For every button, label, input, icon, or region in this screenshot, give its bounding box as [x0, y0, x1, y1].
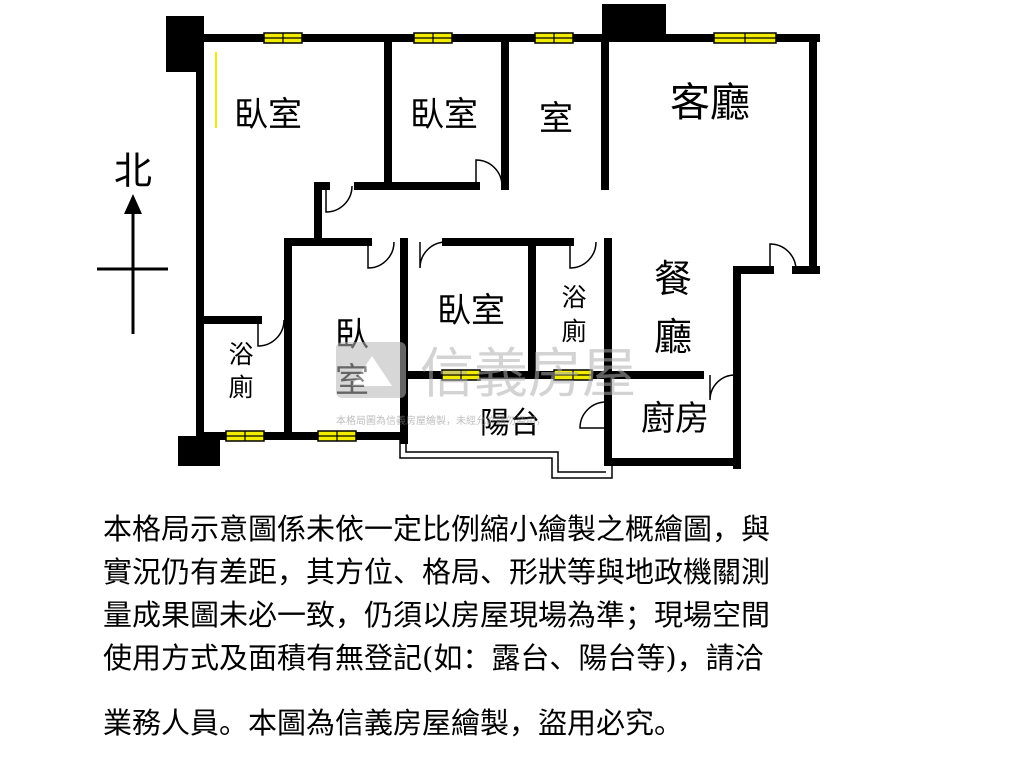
disclaimer-line-3: 量成果圖未必一致，仍須以房屋現場為準；現場空間	[103, 598, 771, 632]
compass-north-label: 北	[114, 149, 152, 193]
watermark-notice: 本格局圖為信義房屋繪製，未經允許請勿盜用，	[336, 414, 546, 427]
door-bedroom-c	[419, 241, 447, 269]
disclaimer-line-2: 實況仍有差距，其方位、格局、形狀等與地政機關測	[103, 555, 771, 589]
pillar-sw	[178, 436, 220, 466]
door-balcony	[579, 401, 607, 429]
door-entrance	[769, 243, 797, 271]
label-kitchen: 廚房	[641, 399, 709, 439]
window-mullions	[226, 33, 776, 441]
disclaimer-line-4: 使用方式及面積有無登記(如：露台、陽台等)，請洽	[103, 641, 764, 675]
doors	[257, 159, 797, 429]
disclaimer-line-1: 本格局示意圖係未依一定比例縮小繪製之概繪圖，與	[103, 512, 771, 546]
door-bedroom-nw	[325, 185, 353, 213]
door-bath-c	[569, 241, 597, 269]
disclaimer: 本格局示意圖係未依一定比例縮小繪製之概繪圖，與 實況仍有差距，其方位、格局、形狀…	[103, 508, 933, 745]
door-bedroom-w	[367, 241, 395, 269]
label-bedroom-n: 臥室	[410, 95, 478, 135]
floor-plan: 北 臥室 臥室 室 客廳 餐 廳 臥 室 臥室 浴 廁 浴 廁 陽台 廚房 信義…	[97, 4, 820, 479]
disclaimer-line-5: 業務人員。本圖為信義房屋繪製，盜用必究。	[103, 706, 684, 740]
door-bath-w	[257, 319, 285, 347]
label-bath-w-1: 浴	[228, 340, 253, 369]
label-bath-w-2: 廁	[228, 373, 253, 402]
compass: 北	[97, 149, 168, 334]
watermark: 信義房屋 本格局圖為信義房屋繪製，未經允許請勿盜用，	[336, 342, 636, 427]
label-living-room: 客廳	[670, 80, 750, 126]
label-room-n: 室	[539, 99, 573, 139]
label-dining-2: 廳	[654, 315, 692, 359]
balcony-outline	[399, 436, 613, 479]
label-balcony: 陽台	[480, 406, 540, 441]
compass-arrow-icon	[124, 194, 142, 214]
label-dining-1: 餐	[654, 257, 692, 301]
label-bath-c-1: 浴	[561, 283, 586, 312]
door-bedroom-n	[475, 159, 503, 187]
label-bedroom-c: 臥室	[437, 291, 505, 331]
door-kitchen	[709, 374, 736, 401]
watermark-brand: 信義房屋	[420, 342, 636, 405]
label-bedroom-nw: 臥室	[234, 95, 302, 135]
label-bath-c-2: 廁	[561, 317, 586, 346]
watermark-logo-icon	[336, 342, 406, 398]
